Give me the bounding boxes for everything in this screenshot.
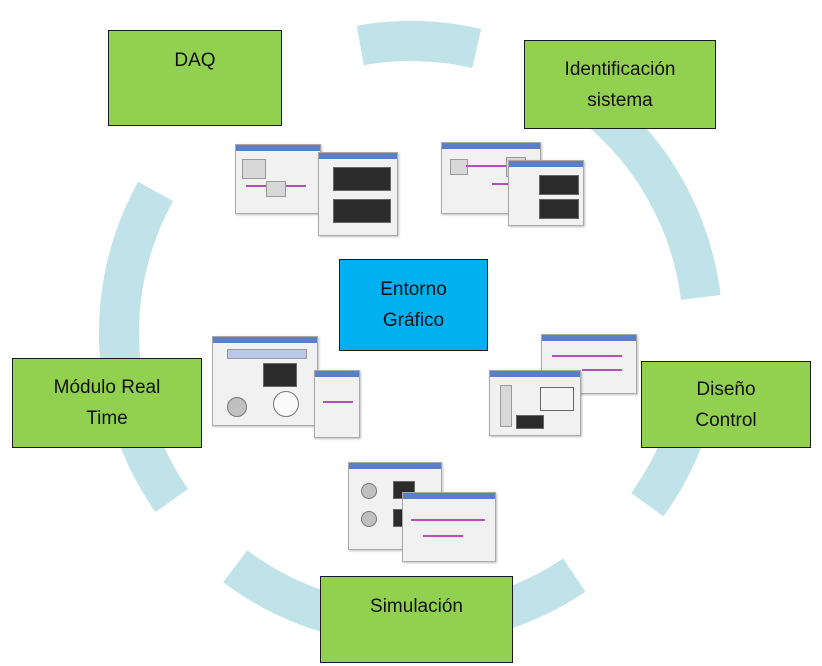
modulo-panel-thumbnail <box>212 336 318 426</box>
daq-graph-thumbnail <box>318 152 398 236</box>
center-label-line-2: Gráfico <box>382 310 445 331</box>
node-daq-label-line-1: DAQ <box>174 50 216 71</box>
node-modulo-label-line-2: Time <box>86 408 128 429</box>
node-modulo-real-time: Módulo Real Time <box>12 358 202 448</box>
center-label-line-1: Entorno <box>380 279 447 300</box>
ring-segment-5 <box>98 181 189 512</box>
node-diseno-label-line-2: Control <box>695 409 757 431</box>
daq-screenshot-thumbnail <box>235 144 321 214</box>
simulacion-diagram-thumbnail <box>402 492 496 562</box>
node-identificacion-label-line-1: Identificación <box>564 58 676 80</box>
node-modulo-label-line-1: Módulo Real <box>53 377 161 398</box>
ring-segment-1 <box>356 20 482 68</box>
diseno-panel-thumbnail <box>489 370 581 436</box>
node-diseno-control: Diseño Control <box>641 361 811 448</box>
center-entorno-grafico: Entorno Gráfico <box>339 259 488 351</box>
node-daq: DAQ <box>108 30 282 126</box>
node-identificacion-label-line-2: sistema <box>587 89 653 111</box>
node-diseno-label-line-1: Diseño <box>696 378 756 400</box>
node-simulacion: Simulación <box>320 576 513 663</box>
node-identificacion-sistema: Identificación sistema <box>524 40 716 129</box>
node-simulacion-label-line-1: Simulación <box>370 596 463 617</box>
identificacion-panel-thumbnail <box>508 160 584 226</box>
modulo-diagram-thumbnail <box>314 370 360 438</box>
